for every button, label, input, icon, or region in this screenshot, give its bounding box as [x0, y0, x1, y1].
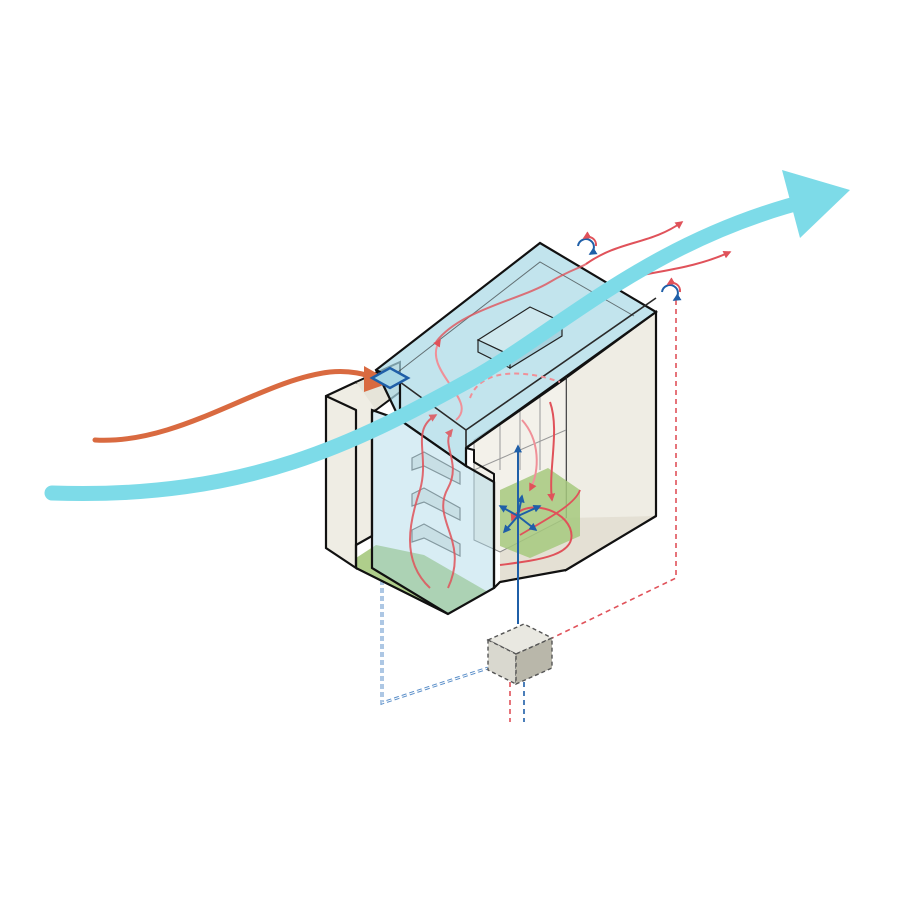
mechanical-unit — [488, 624, 552, 684]
recirculation-icon — [578, 237, 596, 254]
recirculation-icon — [662, 283, 680, 300]
left-end-wall — [326, 382, 376, 568]
